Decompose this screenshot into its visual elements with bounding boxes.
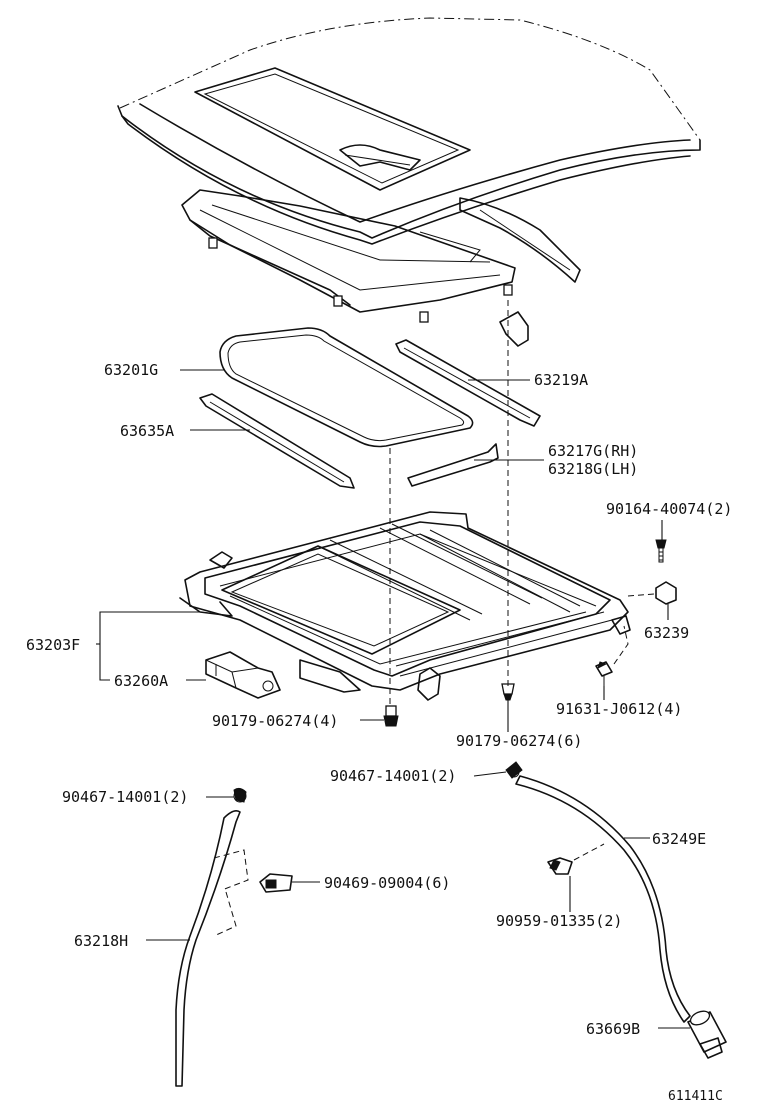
label-63203F: 63203F	[26, 636, 80, 654]
figure-id: 611411C	[668, 1089, 723, 1104]
sunroof-motor	[205, 651, 281, 699]
rear-drip-strip	[395, 339, 541, 427]
front-deflector-strip	[199, 393, 355, 489]
sunroof-frame-assembly	[179, 511, 631, 701]
label-63635A: 63635A	[120, 422, 174, 440]
label-90959: 90959-01335(2)	[496, 912, 622, 930]
clip-90959	[547, 857, 573, 875]
label-90467-left: 90467-14001(2)	[62, 788, 188, 806]
housing-stud	[208, 237, 513, 323]
label-90164: 90164-40074(2)	[606, 500, 732, 518]
rail-bracket	[499, 311, 529, 347]
screw-91631	[595, 661, 613, 686]
label-63669B: 63669B	[586, 1020, 640, 1038]
label-63249E: 63249E	[652, 830, 706, 848]
clip-90179-left	[383, 705, 399, 727]
label-63217G: 63217G(RH)	[548, 442, 638, 460]
side-guide-bracket	[407, 443, 499, 487]
label-90467-right: 90467-14001(2)	[330, 767, 456, 785]
drain-plug-63669B	[687, 1010, 727, 1059]
label-63239: 63239	[644, 624, 689, 642]
label-90469: 90469-09004(6)	[324, 874, 450, 892]
rear-drain-hose	[505, 761, 691, 1023]
clip-90179-right	[501, 683, 515, 701]
label-90179-right: 90179-06274(6)	[456, 732, 582, 750]
label-63218H: 63218H	[74, 932, 128, 950]
label-63219A: 63219A	[534, 371, 588, 389]
clamp-90469	[259, 873, 293, 893]
bolt-90164	[655, 539, 667, 563]
label-91631: 91631-J0612(4)	[556, 700, 682, 718]
label-63201G: 63201G	[104, 361, 158, 379]
leader-lines	[96, 369, 690, 1029]
roof-panel	[117, 17, 701, 283]
label-90179-left: 90179-06274(4)	[212, 712, 338, 730]
front-drain-hose	[175, 787, 247, 1087]
nut-63239	[655, 581, 677, 605]
label-63218G: 63218G(LH)	[548, 460, 638, 478]
label-63260A: 63260A	[114, 672, 168, 690]
sunroof-housing	[181, 189, 516, 323]
glass-weatherstrip	[219, 327, 474, 448]
